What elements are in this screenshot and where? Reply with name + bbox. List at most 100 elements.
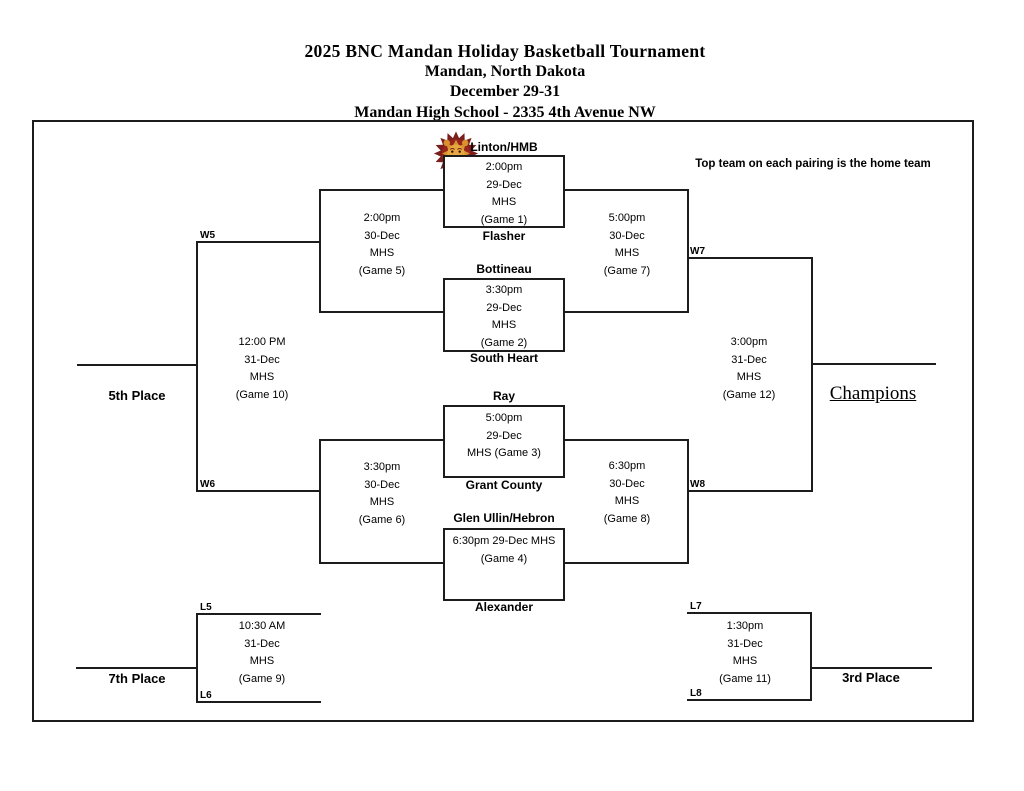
line-fifth-bracket: [196, 241, 198, 492]
line-champion-winner: [811, 363, 936, 365]
game7-time: 5:00pm: [608, 212, 646, 224]
line-l6: [197, 701, 321, 703]
line-championship-bracket: [811, 257, 813, 492]
game9-time: 10:30 AM: [238, 620, 286, 632]
game8-time: 6:30pm: [608, 460, 646, 472]
line-l7: [687, 612, 812, 614]
game7-label: (Game 7): [603, 264, 651, 277]
team-alexander: Alexander: [474, 600, 534, 614]
line-game6-bracket: [319, 439, 321, 564]
game5-time: 2:00pm: [363, 212, 401, 224]
tournament-title: 2025 BNC Mandan Holiday Basketball Tourn…: [304, 41, 706, 61]
game9-venue: MHS: [249, 655, 275, 667]
tournament-dates: December 29-31: [449, 83, 561, 100]
team-bottineau: Bottineau: [476, 262, 532, 276]
game1-details: 2:00pm 29-Dec MHS (Game 1): [443, 159, 565, 229]
game10-label: (Game 10): [235, 388, 289, 401]
game1-label: (Game 1): [480, 213, 528, 226]
line-third-bracket: [810, 612, 812, 701]
game10-date: 31-Dec: [244, 353, 280, 366]
line-w5: [197, 241, 321, 243]
team-grant-county: Grant County: [465, 478, 543, 492]
game2-venue: MHS: [491, 319, 517, 331]
game1-venue: MHS: [491, 196, 517, 208]
game2-label: (Game 2): [480, 336, 528, 349]
game12-venue: MHS: [736, 371, 762, 383]
game9-date: 31-Dec: [244, 637, 280, 650]
line-seventh-bracket: [196, 613, 198, 703]
team-ray: Ray: [492, 389, 515, 403]
game4-time: 6:30pm 29-Dec MHS: [452, 535, 556, 547]
game7-venue: MHS: [614, 247, 640, 259]
game4-box: [443, 528, 565, 601]
tournament-location: Mandan, North Dakota: [424, 62, 586, 80]
line-game1-left: [320, 189, 443, 191]
header: 2025 BNC Mandan Holiday Basketball Tourn…: [0, 41, 1010, 123]
game2-time: 3:30pm: [485, 284, 523, 296]
game6-label: (Game 6): [358, 513, 406, 526]
game11-details: 1:30pm 31-Dec MHS (Game 11): [684, 618, 806, 688]
game3-date: 29-Dec: [486, 429, 522, 442]
line-game1-right: [565, 189, 688, 191]
game3-label: MHS (Game 3): [467, 447, 541, 459]
game8-venue: MHS: [614, 495, 640, 507]
game4-details: 6:30pm 29-Dec MHS (Game 4): [443, 532, 565, 568]
line-third-place-winner: [811, 667, 932, 669]
label-w7: W7: [690, 246, 705, 257]
game1-date: 29-Dec: [486, 178, 522, 191]
game3-box: [443, 405, 565, 478]
seventh-place-label: 7th Place: [108, 671, 166, 686]
game6-date: 30-Dec: [364, 478, 400, 491]
line-game8-bracket: [687, 439, 689, 564]
line-w6: [197, 490, 321, 492]
game6-venue: MHS: [369, 496, 395, 508]
game2-box: [443, 278, 565, 352]
game5-date: 30-Dec: [364, 229, 400, 242]
label-w6: W6: [200, 479, 215, 490]
game12-date: 31-Dec: [731, 353, 767, 366]
line-l5: [197, 613, 321, 615]
game12-details: 3:00pm 31-Dec MHS (Game 12): [687, 334, 811, 404]
game10-time: 12:00 PM: [238, 336, 286, 348]
game9-details: 10:30 AM 31-Dec MHS (Game 9): [201, 618, 323, 688]
game8-date: 30-Dec: [609, 477, 645, 490]
game8-label: (Game 8): [603, 512, 651, 525]
label-w8: W8: [690, 479, 705, 490]
game6-details: 3:30pm 30-Dec MHS (Game 6): [322, 459, 442, 529]
line-game2-right: [565, 311, 688, 313]
game2-details: 3:30pm 29-Dec MHS (Game 2): [443, 282, 565, 352]
third-place-label: 3rd Place: [842, 670, 900, 685]
bracket-border: [32, 120, 974, 722]
game4-label: (Game 4): [480, 553, 528, 565]
line-game4-left: [320, 562, 443, 564]
game12-label: (Game 12): [722, 388, 776, 401]
tournament-venue: Mandan High School - 2335 4th Avenue NW: [354, 103, 656, 121]
game3-details: 5:00pm 29-Dec MHS (Game 3): [443, 410, 565, 463]
label-l7: L7: [690, 601, 702, 612]
line-game3-right: [565, 439, 688, 441]
label-l6: L6: [200, 690, 212, 701]
label-l5: L5: [200, 602, 212, 613]
game12-time: 3:00pm: [730, 336, 768, 348]
game10-venue: MHS: [249, 371, 275, 383]
line-w8: [687, 490, 813, 492]
team-linton-hmb: Linton/HMB: [470, 140, 538, 154]
game11-date: 31-Dec: [727, 637, 763, 650]
game11-venue: MHS: [732, 655, 758, 667]
game3-time: 5:00pm: [485, 412, 523, 424]
game7-date: 30-Dec: [609, 229, 645, 242]
game1-box: [443, 155, 565, 228]
label-l8: L8: [690, 688, 702, 699]
home-team-note: Top team on each pairing is the home tea…: [695, 158, 931, 170]
game5-details: 2:00pm 30-Dec MHS (Game 5): [322, 210, 442, 280]
game10-details: 12:00 PM 31-Dec MHS (Game 10): [201, 334, 323, 404]
game6-time: 3:30pm: [363, 461, 401, 473]
game5-venue: MHS: [369, 247, 395, 259]
game11-time: 1:30pm: [726, 620, 764, 632]
game7-details: 5:00pm 30-Dec MHS (Game 7): [567, 210, 687, 280]
game8-details: 6:30pm 30-Dec MHS (Game 8): [567, 458, 687, 528]
champions-label: Champions: [829, 383, 917, 404]
line-w7: [687, 257, 813, 259]
line-game4-right: [565, 562, 688, 564]
team-glen-ullin-hebron: Glen Ullin/Hebron: [453, 511, 555, 525]
